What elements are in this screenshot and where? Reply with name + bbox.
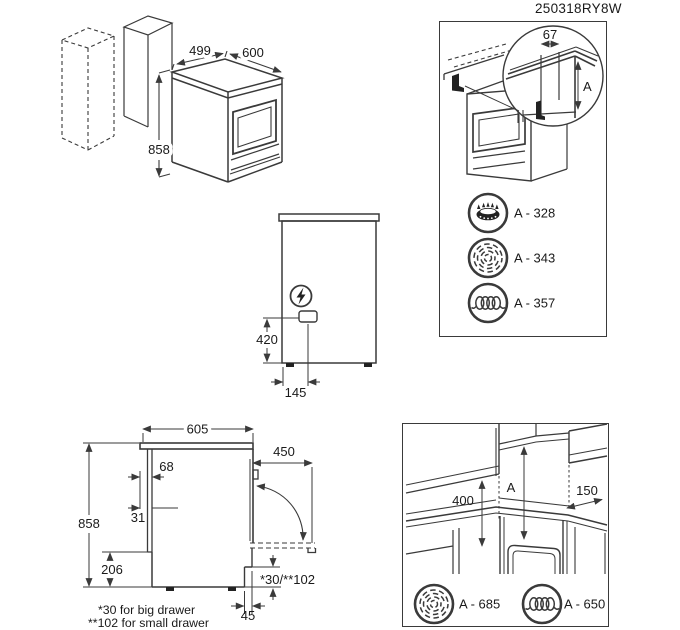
oven-door xyxy=(232,98,277,156)
electrical-symbol-circle xyxy=(289,284,313,308)
hob-clearance-rows: A - 685 A - 650 xyxy=(413,583,605,625)
cooker-side-outline xyxy=(139,442,259,588)
radiant-hob-icon xyxy=(473,243,503,273)
dim-socket-offset: 145 xyxy=(285,385,307,400)
hob-clearance-label-radiant: A - 685 xyxy=(459,597,500,612)
door-swing-arc xyxy=(256,483,307,541)
lightning-bolt-icon xyxy=(296,287,306,305)
terminal-box xyxy=(298,310,318,323)
dim-plinth-depth: 45 xyxy=(241,608,255,623)
clearance-dimensions xyxy=(478,446,603,547)
dim-left-height: 400 xyxy=(452,493,474,508)
cooker-rear-outline xyxy=(278,213,380,364)
dashed-cabinet xyxy=(60,27,116,151)
drawer-front xyxy=(472,150,526,170)
dim-door-open: 450 xyxy=(273,444,295,459)
clearance-panel: A 400 150 A - 685 A - 650 xyxy=(402,423,609,627)
side-view-drawing: 605 450 858 206 68 31 *30/**102 45 *30 f… xyxy=(78,418,317,630)
dim-top-depth: 600 xyxy=(242,45,264,60)
hob-height-label-gas: A - 328 xyxy=(514,206,555,221)
note-small-drawer: **102 for small drawer xyxy=(88,616,209,630)
coil-element-icon xyxy=(525,597,560,611)
anti-tilt-bracket-icon xyxy=(452,73,464,92)
drawer-front xyxy=(230,143,280,171)
right-base-unit xyxy=(574,527,606,574)
right-foot xyxy=(228,587,236,591)
dim-rear-recess: 206 xyxy=(101,562,123,577)
right-foot xyxy=(364,363,372,367)
tall-cabinet xyxy=(122,15,174,128)
rear-dimensions xyxy=(263,317,320,386)
dim-drawer-gap: *30/**102 xyxy=(260,572,315,587)
counter-behind xyxy=(443,43,513,80)
left-foot xyxy=(166,587,174,591)
document-code: 250318RY8W xyxy=(535,1,622,16)
oven-door xyxy=(472,106,526,153)
radiant-hob-icon xyxy=(419,589,449,619)
door-handle xyxy=(252,469,259,480)
dim-socket-height: 420 xyxy=(256,332,278,347)
open-door-plane xyxy=(250,483,317,554)
isometric-overview-drawing: 499 600 858 xyxy=(60,15,285,183)
hob-height-rows: A - 328 A - 343 A - 357 xyxy=(467,192,555,324)
backguard-detail-drawing: 67 A xyxy=(443,25,604,324)
cooker-isometric xyxy=(169,58,285,183)
upper-cabinets xyxy=(405,424,608,494)
worktop xyxy=(405,497,608,532)
dim-rear-gap: 68 xyxy=(159,459,173,474)
dim-top-width: 499 xyxy=(189,43,211,58)
dim-center-height-a: A xyxy=(507,480,516,495)
dim-rear-panel: 31 xyxy=(131,510,145,525)
dim-height: 858 xyxy=(78,516,100,531)
gas-burner-icon xyxy=(476,202,500,221)
leader-line xyxy=(464,85,520,112)
hob-clearance-label-coil: A - 650 xyxy=(564,597,605,612)
dim-depth: 605 xyxy=(187,422,209,437)
left-foot xyxy=(286,363,294,367)
bracket-magnified xyxy=(536,100,545,120)
coil-element-icon xyxy=(471,296,506,310)
hob-height-label-radiant: A - 343 xyxy=(514,251,555,266)
dim-height: 858 xyxy=(148,142,170,157)
backguard-height-panel: 67 A xyxy=(439,21,607,337)
detail-dimensions xyxy=(517,40,582,123)
iso-dimensions xyxy=(155,50,282,178)
dim-backguard-height-a: A xyxy=(583,79,592,94)
dim-side-clearance: 150 xyxy=(576,483,598,498)
door-stop xyxy=(307,548,317,554)
side-dimensions xyxy=(83,425,313,614)
dim-backguard-width: 67 xyxy=(543,27,557,42)
cooker-door-frame xyxy=(507,544,561,574)
note-big-drawer: *30 for big drawer xyxy=(98,603,195,617)
base-units-and-cooker xyxy=(405,516,606,574)
clearance-drawing: A 400 150 A - 685 A - 650 xyxy=(405,424,608,625)
hob-height-label-coil: A - 357 xyxy=(514,296,555,311)
rear-view-drawing: 420 145 xyxy=(256,213,380,400)
